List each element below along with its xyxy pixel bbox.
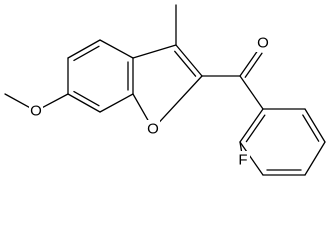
carbonyl-oxygen-label: O: [257, 35, 269, 52]
bond-c7a-c7: [99, 93, 134, 113]
fluorine-label: F: [238, 152, 247, 169]
bond-furan-o-c2: [157, 75, 203, 125]
fluorine-atom: F: [236, 151, 250, 169]
structure-canvas: O O O F: [4, 4, 326, 176]
bond-a5-a6: [304, 108, 326, 143]
double-carbonyl: [244, 52, 263, 78]
bond-c4-c3a: [99, 39, 134, 59]
bond-c5-c4: [67, 39, 101, 59]
methoxy-oxygen-atom: O: [29, 102, 43, 120]
bond-c3-c3a: [132, 44, 177, 59]
bond-a1-a2: [239, 108, 264, 143]
bond-c7a-furan-o: [132, 93, 151, 124]
bond-carbonyl-aryl: [239, 75, 264, 110]
bond-a4-a5: [304, 141, 326, 176]
double-c2-c3: [174, 50, 197, 77]
double-a1-a2: [245, 114, 266, 143]
bond-a2-fluorine: [239, 141, 243, 152]
double-a5-a6: [302, 114, 320, 142]
bond-c7-c6: [67, 93, 101, 113]
bond-carbonyl-o: [239, 49, 259, 77]
bond-c2-c3: [175, 44, 203, 77]
carbonyl-oxygen-atom: O: [256, 34, 270, 52]
molecule-diagram: O O O F: [4, 4, 326, 176]
bond-layer: [4, 4, 326, 176]
furan-oxygen-label: O: [147, 121, 159, 138]
bond-methoxy-o-c6: [41, 93, 69, 109]
bond-methyl-methoxy-o: [4, 93, 31, 109]
double-c5-c4: [73, 45, 100, 62]
methoxy-oxygen-label: O: [30, 103, 42, 120]
bond-a2-a3: [239, 141, 264, 176]
double-c7-c6: [73, 90, 100, 107]
furan-oxygen-atom: O: [146, 120, 160, 138]
